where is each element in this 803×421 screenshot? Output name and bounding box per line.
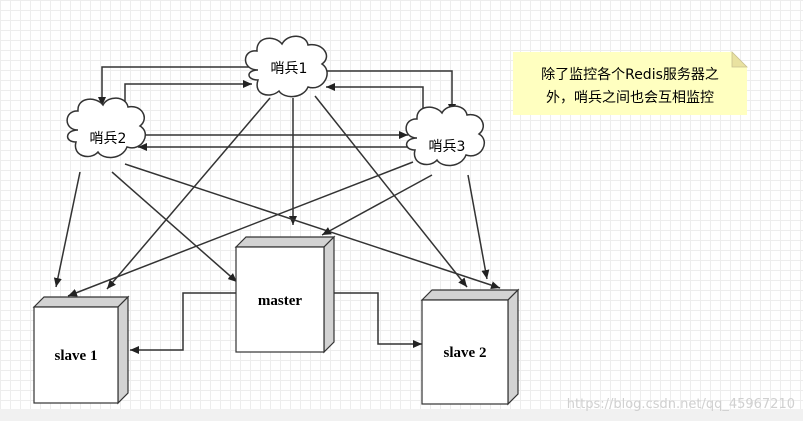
edge-s1-to-slave1 — [106, 97, 271, 290]
sentinel-2-node: 哨兵2 — [66, 97, 146, 159]
edge-s1-to-s2 — [98, 66, 250, 106]
edge-s2-to-master — [111, 171, 238, 283]
sentinel-1-label: 哨兵1 — [271, 61, 308, 77]
edge-s3-to-master — [321, 174, 433, 236]
edge-s1-to-slave2 — [314, 95, 468, 288]
edge-master-to-slave1 — [130, 292, 236, 354]
edge-s3-to-slave2 — [467, 174, 490, 280]
sentinel-1-node: 哨兵1 — [244, 35, 328, 98]
edge-s2-to-s1 — [124, 80, 252, 110]
slave-1-label: slave 1 — [55, 348, 98, 364]
edge-s1-to-s3 — [325, 70, 456, 113]
slave-1-node: slave 1 — [32, 295, 130, 405]
note-line-1: 除了监控各个Redis服务器之 — [541, 67, 719, 83]
slave-2-label: slave 2 — [444, 345, 487, 361]
sentinel-3-node: 哨兵3 — [405, 105, 485, 167]
edge-s3-to-s1 — [326, 83, 424, 119]
edge-s2-to-slave1 — [53, 171, 81, 288]
edge-s3-to-slave1 — [67, 161, 414, 297]
note-background — [513, 52, 747, 115]
edge-master-to-slave2 — [334, 292, 422, 348]
sticky-note: 除了监控各个Redis服务器之 外，哨兵之间也会互相监控 — [513, 51, 748, 115]
sentinel-3-label: 哨兵3 — [429, 139, 466, 155]
connectors — [53, 66, 501, 354]
master-label: master — [258, 293, 302, 309]
bottom-bar — [0, 409, 803, 421]
master-node: master — [234, 235, 336, 354]
watermark: https://blog.csdn.net/qq_45967210 — [567, 397, 795, 412]
edge-s2-to-slave2 — [124, 163, 501, 289]
note-line-2: 外，哨兵之间也会互相监控 — [546, 90, 714, 106]
slave-2-node: slave 2 — [420, 288, 520, 406]
sentinel-2-label: 哨兵2 — [90, 131, 127, 147]
